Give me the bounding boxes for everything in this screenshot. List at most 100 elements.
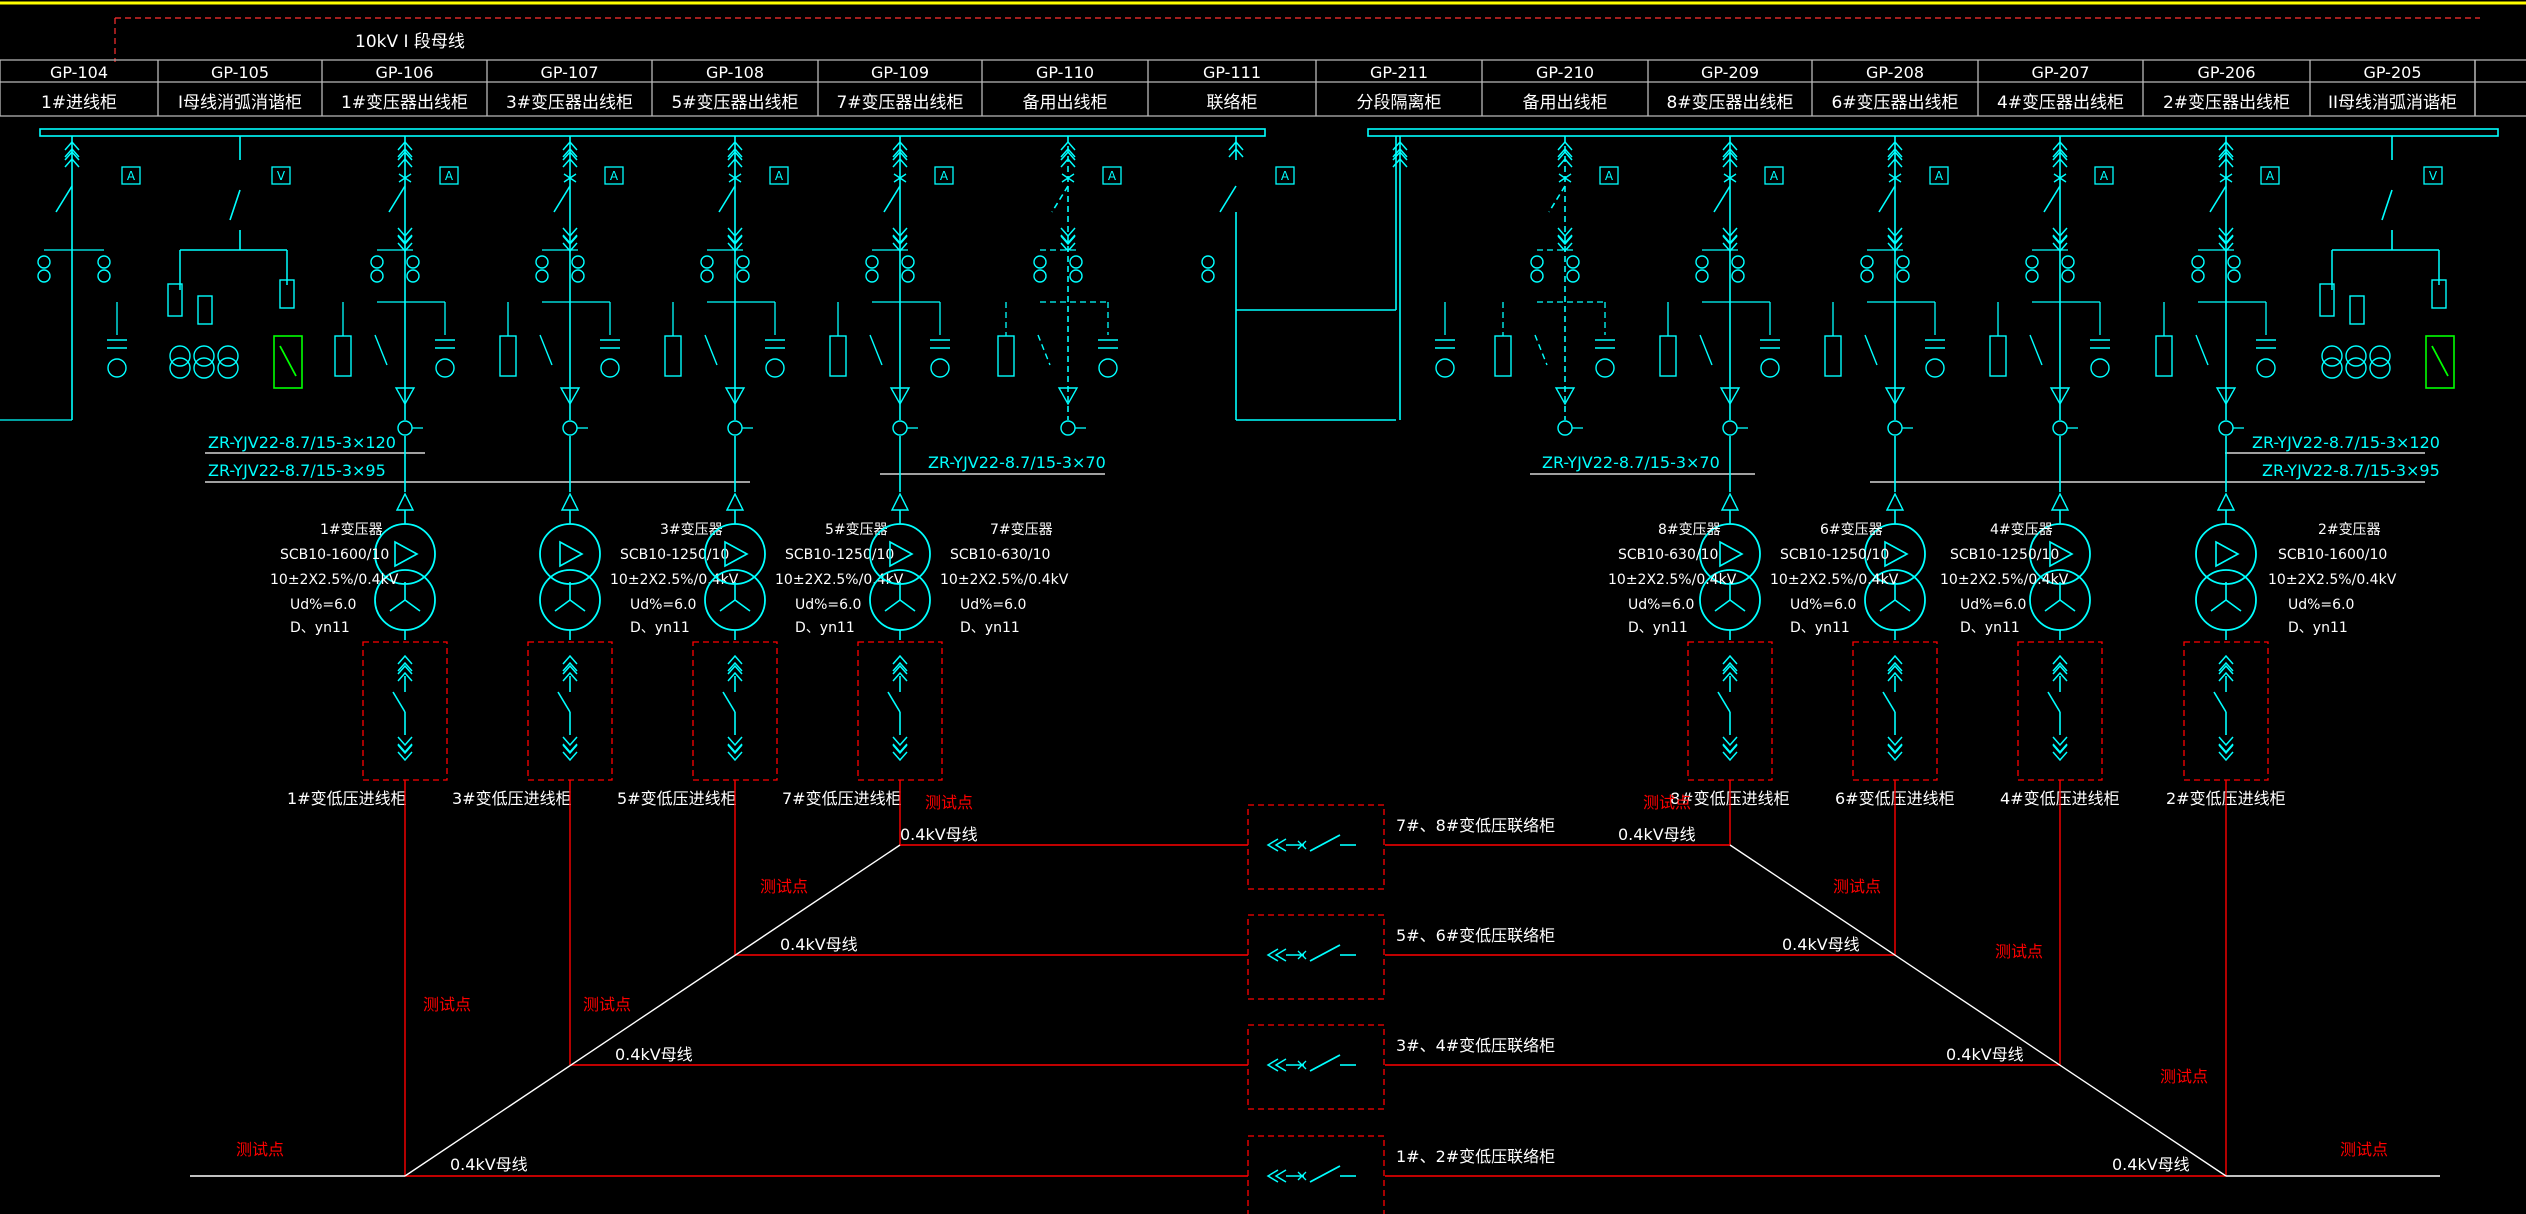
panel-gp-108: A	[664, 136, 789, 436]
transformer-name: 4#变压器	[1990, 522, 2053, 538]
indicator-lamp-icon	[2090, 358, 2110, 378]
panel-gp-106: A	[334, 136, 459, 436]
panel-name-gp-107: 3#变压器出线柜	[506, 93, 633, 113]
lv-tie-label: 5#、6#变低压联络柜	[1396, 926, 1555, 945]
lv-incomer-label: 1#变低压进线柜	[287, 789, 407, 808]
lv-tie-4: 1#、2#变低压联络柜	[1247, 1135, 1555, 1214]
pt-icon	[2369, 345, 2391, 367]
meter-icon: A	[1935, 169, 1944, 183]
meter-icon: A	[940, 169, 949, 183]
transformer-name: 5#变压器	[825, 522, 888, 538]
panel-code-gp-105: GP-105	[211, 63, 269, 82]
lv-incomer-label: 7#变低压进线柜	[782, 789, 902, 808]
lv-tie-1: 7#、8#变低压联络柜	[1247, 804, 1555, 890]
panel-name-gp-106: 1#变压器出线柜	[341, 93, 468, 113]
breaker-icon	[2053, 173, 2067, 183]
meter-icon: A	[1770, 169, 1779, 183]
cable-labels: ZR-YJV22-8.7/15-3×120 ZR-YJV22-8.7/15-3×…	[205, 433, 2440, 483]
hv-busbar-section-2	[1367, 128, 2499, 137]
transformer-ratio: 10±2X2.5%/0.4kV	[270, 572, 399, 588]
arrester-icon	[394, 387, 416, 406]
transformer-name: 2#变压器	[2318, 522, 2381, 538]
panel-name-gp-105: I母线消弧消谐柜	[178, 93, 302, 113]
panel-name-gp-108: 5#变压器出线柜	[671, 93, 798, 113]
pt-icon	[217, 345, 239, 367]
panel-name-gp-109: 7#变压器出线柜	[836, 93, 963, 113]
test-point-label: 测试点	[925, 793, 973, 812]
panel-gp-208: A	[1824, 136, 1949, 436]
bus-04kv-label: 0.4kV母线	[900, 825, 978, 844]
transformer-vector-group: D、yn11	[795, 620, 855, 636]
transformer-model: SCB10-630/10	[950, 547, 1050, 563]
panel-code-gp-208: GP-208	[1866, 63, 1924, 82]
transformer-model: SCB10-1250/10	[785, 547, 894, 563]
bus-04kv-label: 0.4kV母线	[615, 1045, 693, 1064]
panel-name-gp-104: 1#进线柜	[41, 93, 117, 113]
panel-code-gp-109: GP-109	[871, 63, 929, 82]
hv-busbar	[39, 128, 2499, 137]
indicator-lamp-icon	[1925, 358, 1945, 378]
transformer-ratio: 10±2X2.5%/0.4kV	[2268, 572, 2397, 588]
breaker-icon	[1723, 173, 1737, 183]
transformer-vector-group: D、yn11	[630, 620, 690, 636]
transformer-vector-group: D、yn11	[290, 620, 350, 636]
test-point-label: 测试点	[760, 877, 808, 896]
breaker-icon	[563, 173, 577, 183]
panel-code-gp-211: GP-211	[1370, 63, 1428, 82]
arrester-icon	[889, 387, 911, 406]
panel-gp-210: A	[1494, 136, 1619, 436]
breaker-icon	[1061, 173, 1075, 183]
arrester-icon	[1057, 387, 1079, 406]
bus-04kv-label: 0.4kV母线	[1946, 1045, 2024, 1064]
arrester-icon	[559, 387, 581, 406]
transformer-vector-group: D、yn11	[1790, 620, 1850, 636]
transformer-impedance: Ud%=6.0	[960, 597, 1026, 613]
meter-icon: A	[1281, 169, 1290, 183]
indicator-lamp-icon	[1595, 358, 1615, 378]
panel-name-gp-210: 备用出线柜	[1523, 93, 1608, 113]
breaker-icon	[728, 173, 742, 183]
panel-code-gp-107: GP-107	[540, 63, 598, 82]
transformer-6: 6#变压器SCB10-1250/1010±2X2.5%/0.4kVUd%=6.0…	[1770, 436, 1926, 640]
panel-name-gp-207: 4#变压器出线柜	[1997, 93, 2124, 113]
breaker-icon	[893, 173, 907, 183]
panel-name-gp-111: 联络柜	[1207, 93, 1258, 113]
cable-label-right-spare: ZR-YJV22-8.7/15-3×70	[1542, 453, 1720, 472]
cable-label-right-upper: ZR-YJV22-8.7/15-3×120	[2252, 433, 2440, 452]
panel-name-gp-110: 备用出线柜	[1023, 93, 1108, 113]
arc-suppression-icon	[273, 335, 303, 389]
panel-gp-209: A	[1659, 136, 1784, 436]
test-point-label: 测试点	[1833, 877, 1881, 896]
bus-04kv-label: 0.4kV母线	[1618, 825, 1696, 844]
panel-name-gp-208: 6#变压器出线柜	[1831, 93, 1958, 113]
pt-icon	[169, 345, 191, 367]
transformer-1: 1#变压器SCB10-1600/1010±2X2.5%/0.4kVUd%=6.0…	[270, 436, 436, 640]
indicator-lamp-icon	[2256, 358, 2276, 378]
test-point-label: 测试点	[423, 995, 471, 1014]
meter-icon: V	[2429, 169, 2438, 183]
indicator-lamp-icon	[107, 358, 127, 378]
test-point-label: 测试点	[1643, 793, 1691, 812]
transformer-impedance: Ud%=6.0	[1790, 597, 1856, 613]
arrester-icon	[724, 387, 746, 406]
transformer-impedance: Ud%=6.0	[1628, 597, 1694, 613]
test-point-label: 测试点	[2160, 1067, 2208, 1086]
transformer-name: 1#变压器	[320, 522, 383, 538]
transformer-name: 8#变压器	[1658, 522, 1721, 538]
test-point-label: 测试点	[236, 1140, 284, 1159]
breaker-icon	[398, 173, 412, 183]
panel-gp-104: A	[0, 136, 141, 421]
bus-04kv-label: 0.4kV母线	[1782, 935, 1860, 954]
meter-icon: A	[1108, 169, 1117, 183]
transformer-model: SCB10-1600/10	[2278, 547, 2387, 563]
bus-title: 10kV I 段母线	[355, 32, 465, 52]
meter-icon: A	[2100, 169, 2109, 183]
transformer-impedance: Ud%=6.0	[290, 597, 356, 613]
arrester-icon	[2049, 387, 2071, 406]
transformer-7: 4#变压器SCB10-1250/1010±2X2.5%/0.4kVUd%=6.0…	[1940, 436, 2091, 640]
panel-name-gp-211: 分段隔离柜	[1357, 93, 1442, 113]
bus-04kv-label: 0.4kV母线	[2112, 1155, 2190, 1174]
transformer-impedance: Ud%=6.0	[1960, 597, 2026, 613]
